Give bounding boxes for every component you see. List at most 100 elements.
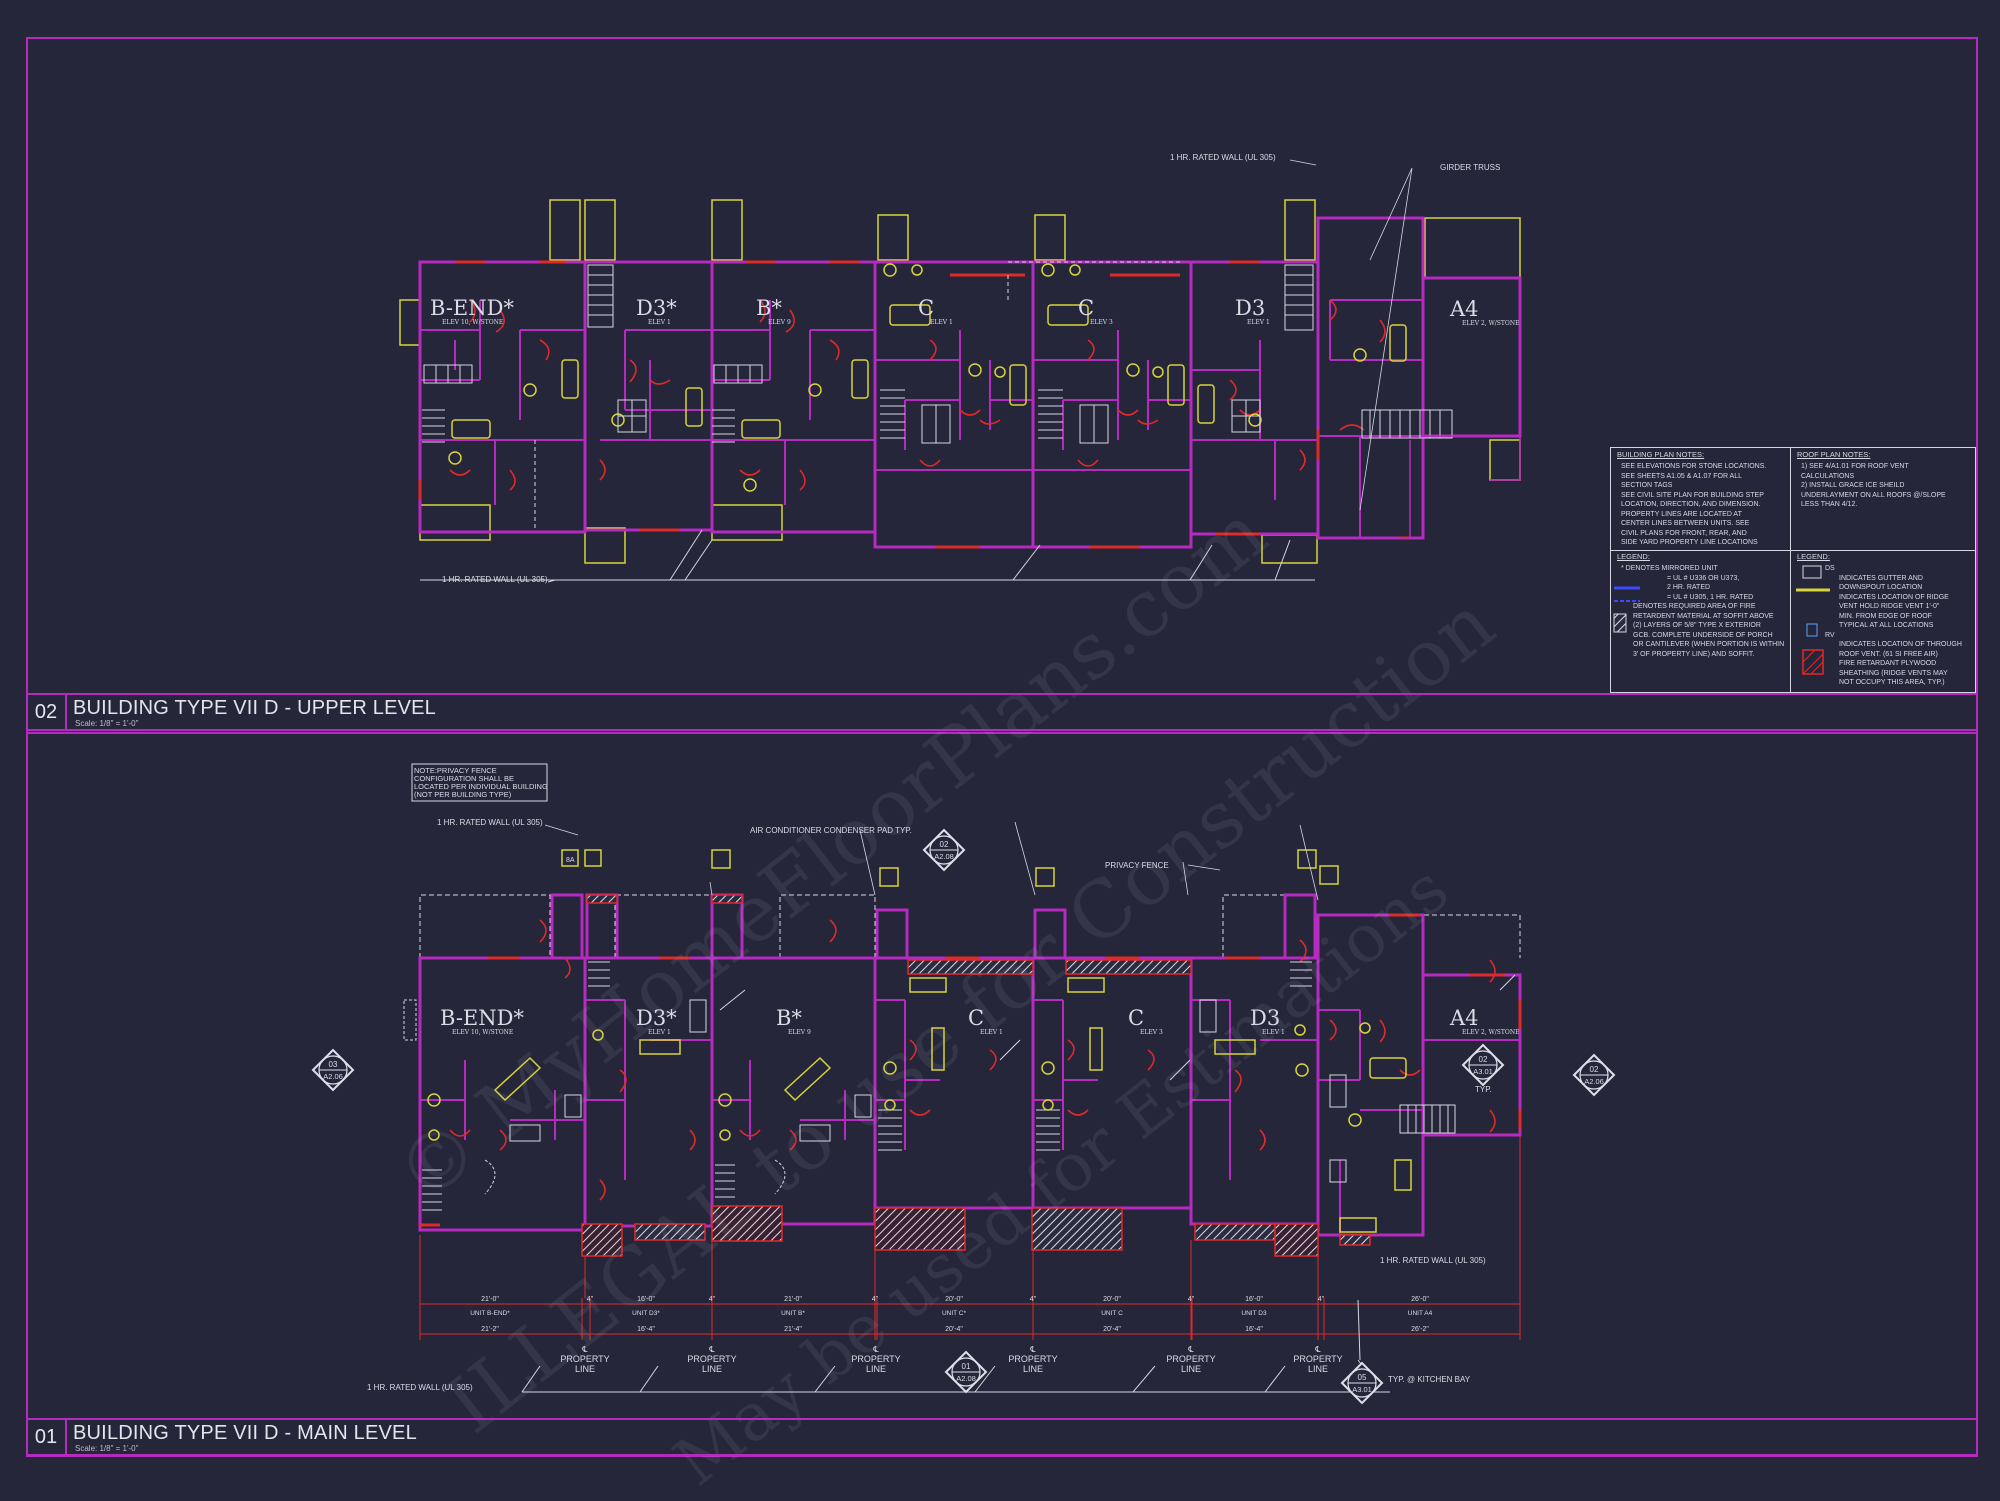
roof-note: 1) SEE 4/A1.01 FOR ROOF VENT [1801, 463, 1909, 470]
dim-unit: UNIT B* [781, 1310, 805, 1317]
main-unit-elev: ELEV 3 [1140, 1029, 1163, 1036]
main-unit-elev: ELEV 10, W/STONE [452, 1029, 513, 1036]
upper-unit-elev: ELEV 2, W/STONE [1462, 320, 1519, 327]
building-note: LOCATION, DIRECTION, AND DIMENSION. [1621, 501, 1761, 508]
upper-plan-title: BUILDING TYPE VII D - UPPER LEVEL [73, 697, 437, 719]
main-unit-name: C [968, 1006, 984, 1030]
dim-bottom: 16'-4" [637, 1326, 655, 1333]
upper-unit-name: C [918, 296, 934, 320]
centerline-icon: ℄ [1314, 1345, 1321, 1354]
property-line-label: LINE [1308, 1364, 1328, 1374]
dim-top: 4" [1030, 1296, 1037, 1303]
note-line-1: NOTE:PRIVACY FENCE [414, 766, 497, 775]
dim-unit: UNIT B-END* [470, 1310, 510, 1317]
upper-rated-wall-top-callout: 1 HR. RATED WALL (UL 305) [1170, 153, 1276, 162]
legend-left-item: * DENOTES MIRRORED UNIT [1621, 565, 1718, 572]
legend-left-item: GCB. COMPLETE UNDERSIDE OF PORCH [1633, 631, 1773, 639]
section-marker-number: 02 [1590, 1065, 1599, 1074]
note-line-3: LOCATED PER INDIVIDUAL BUILDING [414, 782, 548, 791]
legend-left-item: RETARDENT MATERIAL AT SOFFIT ABOVE [1633, 612, 1774, 620]
section-marker-number: 05 [1358, 1373, 1367, 1382]
building-note: SEE SHEETS A1.05 & A1.07 FOR ALL [1621, 472, 1743, 480]
dim-top: 4" [1318, 1296, 1325, 1303]
property-line-label: LINE [702, 1364, 722, 1374]
section-marker-sheet: A2.08 [934, 852, 954, 861]
main-plan-scale: Scale: 1/8" = 1'-0" [75, 1444, 139, 1453]
dim-unit: UNIT D3* [632, 1310, 660, 1317]
legend-right-item: RV [1825, 631, 1835, 639]
roof-note: CALCULATIONS [1801, 472, 1855, 480]
dim-top: 21'-0" [784, 1296, 802, 1303]
main-plan-title-block: 01 BUILDING TYPE VII D - MAIN LEVEL Scal… [27, 1418, 1977, 1456]
dim-bottom: 20'-4" [945, 1326, 963, 1333]
privacy-fence-note-box [411, 763, 548, 802]
upper-rated-wall-bottom-callout: 1 HR. RATED WALL (UL 305) [442, 575, 548, 584]
property-line-label: PROPERTY [1008, 1354, 1057, 1364]
upper-unit-elev: ELEV 9 [768, 319, 791, 326]
dim-bottom: 21'-2" [481, 1326, 499, 1333]
tag-8a: 8A [566, 857, 575, 864]
plan-notes-legend: BUILDING PLAN NOTES: SEE ELEVATIONS FOR … [1610, 447, 1976, 693]
legend-right-item: MIN. FROM EDGE OF ROOF [1839, 612, 1932, 620]
legend-right-item: DOWNSPOUT LOCATION [1839, 584, 1923, 591]
upper-plan-number: 02 [27, 695, 67, 729]
property-line-label: LINE [866, 1364, 886, 1374]
legend-left-item: = UL # U336 OR U373, [1667, 574, 1740, 582]
building-note: SECTION TAGS [1621, 482, 1673, 489]
property-line-label: PROPERTY [1293, 1354, 1342, 1364]
main-unit-name: A4 [1449, 1006, 1479, 1030]
main-unit-elev: ELEV 1 [648, 1029, 671, 1036]
legend-heading-right: LEGEND: [1797, 552, 1830, 561]
main-unit-elev: ELEV 1 [980, 1029, 1003, 1036]
section-marker-number: 02 [1479, 1055, 1488, 1064]
legend-right-item: INDICATES LOCATION OF THROUGH [1839, 641, 1962, 648]
upper-plan-scale: Scale: 1/8" = 1'-0" [75, 719, 139, 728]
upper-unit-elev: ELEV 10, W/STONE [442, 319, 503, 326]
upper-unit-elev: ELEV 1 [648, 319, 671, 326]
main-unit-elev: ELEV 9 [788, 1029, 811, 1036]
legend-left-item: DENOTES REQUIRED AREA OF FIRE [1633, 603, 1756, 610]
legend-left-list: * DENOTES MIRRORED UNIT = UL # U336 OR U3… [1611, 565, 1791, 659]
legend-right-item: VENT HOLD RIDGE VENT 1'-0" [1839, 603, 1940, 610]
building-note: SEE ELEVATIONS FOR STONE LOCATIONS. [1621, 463, 1767, 470]
typ-callout: TYP. [1475, 1085, 1492, 1094]
legend-right-item: TYPICAL AT ALL LOCATIONS [1839, 622, 1934, 629]
main-unit-name: C [1128, 1006, 1144, 1030]
legend-right-item: DS [1825, 565, 1835, 572]
roof-notes-list: 1) SEE 4/A1.01 FOR ROOF VENT CALCULATIONS… [1791, 463, 1975, 510]
legend-left-item: 2 HR. RATED [1667, 584, 1711, 591]
kitchen-bay-callout: TYP. @ KITCHEN BAY [1388, 1375, 1471, 1384]
dim-top: 4" [872, 1296, 879, 1303]
main-rated-wall-right-callout: 1 HR. RATED WALL (UL 305) [1380, 1256, 1486, 1265]
property-line-label: PROPERTY [687, 1354, 736, 1364]
privacy-fence-callout: PRIVACY FENCE [1105, 861, 1169, 870]
building-note: SEE CIVIL SITE PLAN FOR BUILDING STEP [1621, 491, 1764, 499]
main-level-plan: NOTE:PRIVACY FENCE CONFIGURATION SHALL B… [311, 763, 1616, 1405]
centerline-icon: ℄ [581, 1345, 588, 1354]
legend-symbols [1613, 565, 1830, 675]
dim-bottom: 16'-4" [1245, 1326, 1263, 1333]
upper-unit-name: B* [756, 296, 782, 320]
dim-bottom: 26'-2" [1411, 1326, 1429, 1333]
legend-heading-left: LEGEND: [1617, 552, 1650, 561]
building-note: SIDE YARD PROPERTY LINE LOCATIONS [1621, 539, 1758, 546]
main-plan-title: BUILDING TYPE VII D - MAIN LEVEL [73, 1422, 417, 1444]
building-notes-heading: BUILDING PLAN NOTES: [1617, 450, 1705, 459]
dim-top: 20'-0" [1103, 1296, 1121, 1303]
dim-bottom: 20'-4" [1103, 1326, 1121, 1333]
ac-pad-callout: AIR CONDITIONER CONDENSER PAD TYP. [750, 826, 912, 835]
section-marker-number: 02 [940, 840, 949, 849]
sheet-border [26, 37, 1978, 1457]
property-line-label: PROPERTY [1166, 1354, 1215, 1364]
upper-unit-elev: ELEV 1 [930, 319, 953, 326]
property-line-label: PROPERTY [560, 1354, 609, 1364]
legend-left-item: = UL # U305, 1 HR. RATED [1667, 593, 1754, 601]
roof-note: 2) INSTALL GRACE ICE SHEILD [1801, 482, 1905, 489]
upper-girder-truss-callout: GIRDER TRUSS [1440, 163, 1500, 172]
dim-top: 16'-0" [1245, 1296, 1263, 1303]
dim-unit: UNIT C* [942, 1310, 967, 1317]
dim-top: 21'-0" [481, 1296, 499, 1303]
upper-unit-name: D3* [636, 296, 677, 320]
